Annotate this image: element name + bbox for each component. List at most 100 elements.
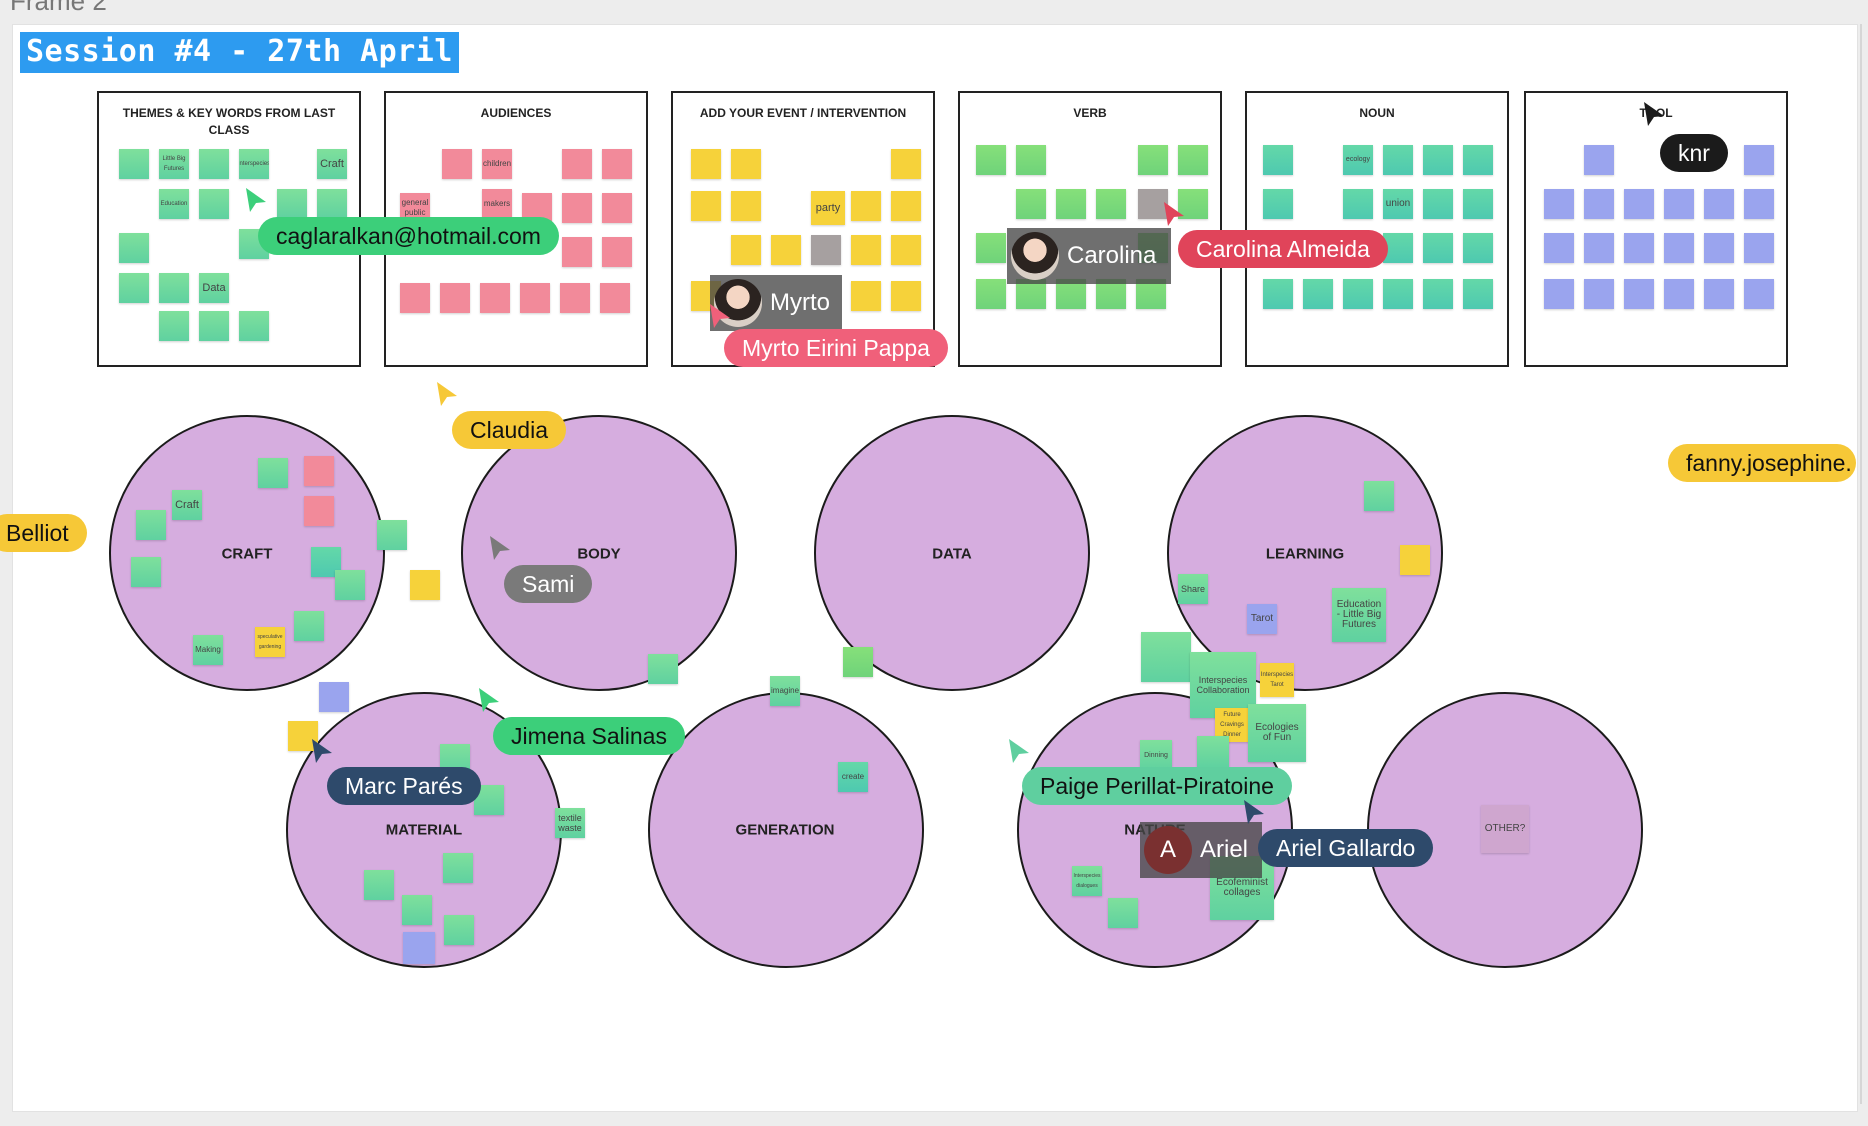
sticky-note[interactable] xyxy=(239,311,269,341)
sticky-note[interactable] xyxy=(1463,233,1493,263)
sticky-note[interactable]: create xyxy=(838,762,868,792)
sticky-note[interactable] xyxy=(602,149,632,179)
sticky-note[interactable] xyxy=(1303,279,1333,309)
sticky-note[interactable] xyxy=(602,193,632,223)
sticky-note[interactable] xyxy=(480,283,510,313)
sticky-note[interactable] xyxy=(1141,632,1191,682)
sticky-note[interactable] xyxy=(1400,545,1430,575)
sticky-note[interactable] xyxy=(1096,279,1126,309)
sticky-note[interactable] xyxy=(891,281,921,311)
sticky-note[interactable] xyxy=(136,510,166,540)
sticky-note[interactable] xyxy=(304,496,334,526)
sticky-note[interactable] xyxy=(1744,145,1774,175)
sticky-note[interactable] xyxy=(976,233,1006,263)
sticky-note[interactable] xyxy=(199,311,229,341)
sticky-note[interactable] xyxy=(562,193,592,223)
sticky-note[interactable] xyxy=(288,721,318,751)
sticky-note[interactable] xyxy=(1423,233,1453,263)
sticky-note[interactable] xyxy=(159,311,189,341)
sticky-note[interactable] xyxy=(976,279,1006,309)
session-title[interactable]: Session #4 - 27th April xyxy=(20,32,459,73)
sticky-note[interactable]: ecology xyxy=(1343,145,1373,175)
sticky-note[interactable]: union xyxy=(1383,189,1413,219)
sticky-note[interactable] xyxy=(731,191,761,221)
sticky-note[interactable] xyxy=(731,149,761,179)
sticky-note[interactable] xyxy=(400,283,430,313)
sticky-note[interactable] xyxy=(811,235,841,265)
sticky-note[interactable] xyxy=(119,273,149,303)
sticky-note[interactable] xyxy=(1136,279,1166,309)
sticky-note[interactable] xyxy=(891,149,921,179)
sticky-note[interactable] xyxy=(891,235,921,265)
sticky-note[interactable]: makers xyxy=(482,189,512,219)
sticky-note[interactable] xyxy=(1664,279,1694,309)
sticky-note[interactable] xyxy=(1624,189,1654,219)
sticky-note[interactable]: Share xyxy=(1178,574,1208,604)
sticky-note[interactable]: textile waste xyxy=(555,808,585,838)
sticky-note[interactable]: speculative gardening xyxy=(255,627,285,657)
sticky-note[interactable] xyxy=(443,853,473,883)
panel-verb[interactable]: VERB xyxy=(958,91,1222,367)
sticky-note[interactable] xyxy=(1423,145,1453,175)
sticky-note[interactable] xyxy=(364,870,394,900)
sticky-note[interactable] xyxy=(1423,189,1453,219)
sticky-note[interactable] xyxy=(1704,279,1734,309)
sticky-note[interactable] xyxy=(731,235,761,265)
sticky-note[interactable] xyxy=(560,283,590,313)
sticky-note[interactable] xyxy=(159,273,189,303)
sticky-note[interactable]: Education xyxy=(159,189,189,219)
sticky-note[interactable] xyxy=(1016,145,1046,175)
sticky-note[interactable]: Tarot xyxy=(1247,604,1277,634)
sticky-note[interactable] xyxy=(1108,898,1138,928)
sticky-note[interactable] xyxy=(1138,189,1168,219)
sticky-note[interactable] xyxy=(1544,279,1574,309)
sticky-note[interactable] xyxy=(851,235,881,265)
sticky-note[interactable] xyxy=(317,189,347,219)
sticky-note[interactable]: imagine xyxy=(770,676,800,706)
sticky-note[interactable] xyxy=(1744,279,1774,309)
sticky-note[interactable] xyxy=(1584,189,1614,219)
sticky-note[interactable] xyxy=(1584,145,1614,175)
sticky-note[interactable] xyxy=(1664,189,1694,219)
sticky-note[interactable] xyxy=(562,237,592,267)
sticky-note[interactable] xyxy=(1423,279,1453,309)
circle-data[interactable] xyxy=(814,415,1090,691)
sticky-note[interactable] xyxy=(1463,279,1493,309)
sticky-note[interactable] xyxy=(1463,189,1493,219)
sticky-note[interactable] xyxy=(1056,189,1086,219)
sticky-note[interactable] xyxy=(1263,145,1293,175)
sticky-note[interactable]: Interspecies Collaboration xyxy=(1190,652,1256,718)
sticky-note[interactable] xyxy=(277,189,307,219)
sticky-note[interactable] xyxy=(403,932,435,964)
sticky-note[interactable] xyxy=(1016,189,1046,219)
sticky-note[interactable] xyxy=(1178,145,1208,175)
sticky-note[interactable] xyxy=(335,570,365,600)
sticky-note[interactable] xyxy=(444,915,474,945)
circle-body[interactable] xyxy=(461,415,737,691)
sticky-note[interactable] xyxy=(691,191,721,221)
sticky-note[interactable] xyxy=(851,281,881,311)
sticky-note[interactable] xyxy=(1016,279,1046,309)
panel-noun[interactable]: NOUN ecology union xyxy=(1245,91,1509,367)
sticky-note[interactable] xyxy=(199,149,229,179)
sticky-note[interactable] xyxy=(1364,481,1394,511)
sticky-note[interactable] xyxy=(1383,145,1413,175)
panel-tool[interactable]: TOOL xyxy=(1524,91,1788,367)
sticky-note[interactable] xyxy=(562,149,592,179)
sticky-note[interactable]: Little Big Futures xyxy=(159,149,189,179)
sticky-note[interactable] xyxy=(377,520,407,550)
sticky-note[interactable]: children xyxy=(482,149,512,179)
sticky-note[interactable]: Education - Little Big Futures xyxy=(1332,588,1386,642)
sticky-note[interactable] xyxy=(1544,233,1574,263)
sticky-note[interactable]: Dinning xyxy=(1140,740,1172,772)
sticky-note[interactable]: Making xyxy=(193,635,223,665)
sticky-note[interactable] xyxy=(843,647,873,677)
sticky-note[interactable] xyxy=(1096,189,1126,219)
sticky-note[interactable] xyxy=(1263,279,1293,309)
sticky-note[interactable] xyxy=(1383,233,1413,263)
sticky-note[interactable] xyxy=(1263,189,1293,219)
sticky-note[interactable] xyxy=(1343,189,1373,219)
frame-label[interactable]: Frame 2 xyxy=(10,0,107,16)
sticky-note[interactable] xyxy=(891,191,921,221)
sticky-note[interactable]: Craft xyxy=(317,149,347,179)
